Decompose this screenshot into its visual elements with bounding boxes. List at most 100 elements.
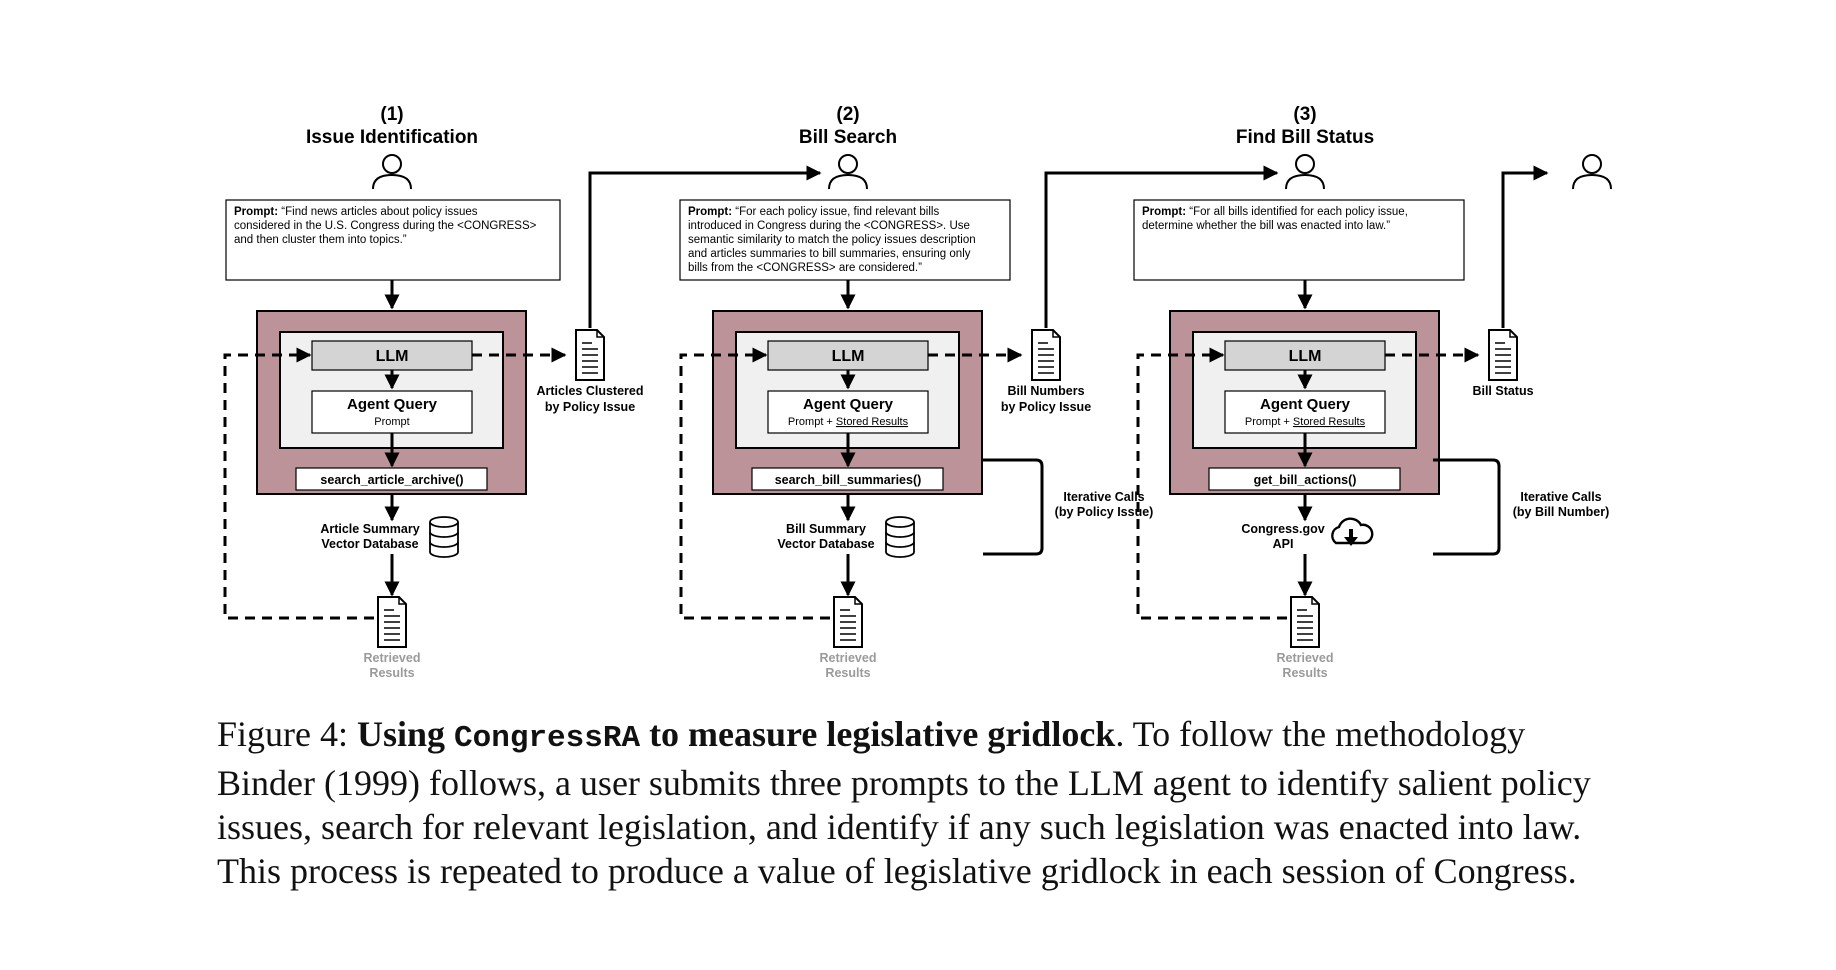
- agent-query-subtitle: Prompt + Stored Results: [1245, 416, 1366, 428]
- iterative-label: Iterative Calls: [1063, 490, 1144, 504]
- iterative-label: (by Bill Number): [1513, 505, 1610, 519]
- prompt-line: Prompt: “For all bills identified for ea…: [1142, 206, 1408, 218]
- prompt-line: considered in the U.S. Congress during t…: [234, 220, 537, 232]
- llm-label: LLM: [1289, 348, 1322, 365]
- prompt-box: [679, 199, 1011, 281]
- retrieved-label: Retrieved: [820, 651, 877, 665]
- agent-query-title: Agent Query: [347, 396, 438, 413]
- final-user-icon: [1572, 154, 1612, 190]
- agent-query-prompt: Prompt: [374, 416, 409, 428]
- prompt-text: “For each policy issue, find relevant bi…: [735, 206, 939, 218]
- iterative-bracket: [1433, 458, 1501, 556]
- user-icon: [828, 154, 868, 190]
- prompt-line: and articles summaries to bill summaries…: [688, 248, 971, 260]
- caption-bold-1: Using: [357, 714, 455, 754]
- caption-bold-2: to measure legislative gridlock: [640, 714, 1116, 754]
- prompt-box: [225, 199, 561, 281]
- stage-title: Find Bill Status: [1236, 127, 1374, 148]
- agent-query-stored-results: Stored Results: [1293, 416, 1366, 428]
- stage-title: Bill Search: [799, 127, 897, 148]
- retrieved-label: Results: [1282, 666, 1327, 680]
- output-label: by Policy Issue: [545, 400, 635, 414]
- caption-rest: . To follow the methodology Binder (1999…: [217, 714, 1591, 891]
- database-icon: [429, 516, 459, 558]
- retrieved-results-icon: [833, 596, 863, 648]
- output-label: Articles Clustered: [537, 384, 644, 398]
- agent-query-box: [311, 390, 473, 434]
- agent-query-title: Agent Query: [1260, 396, 1351, 413]
- tool-call-label: get_bill_actions(): [1254, 473, 1357, 487]
- prompt-line: and then cluster them into topics.”: [234, 234, 407, 246]
- prompt-box: [1133, 199, 1465, 281]
- tool-call-label: search_bill_summaries(): [775, 473, 922, 487]
- prompt-line: determine whether the bill was enacted i…: [1142, 220, 1390, 232]
- iterative-label: Iterative Calls: [1520, 490, 1601, 504]
- output-label: by Policy Issue: [1001, 400, 1091, 414]
- agent-query-subtitle: Prompt: [374, 416, 409, 428]
- retrieved-label: Retrieved: [364, 651, 421, 665]
- connector-to-next-user: [1044, 165, 1279, 328]
- prompt-line: Prompt: “Find news articles about policy…: [234, 206, 478, 218]
- prompt-line: semantic similarity to match the policy …: [688, 234, 976, 246]
- iterative-label: (by Policy Issue): [1055, 505, 1154, 519]
- agent-query-stored-results: Stored Results: [836, 416, 909, 428]
- feedback-loop-arrow: [223, 347, 374, 620]
- source-label: Vector Database: [321, 537, 418, 551]
- output-document-icon: [1031, 329, 1061, 381]
- stage-title: Issue Identification: [306, 127, 478, 148]
- output-document-icon: [575, 329, 605, 381]
- prompt-line: Prompt: “For each policy issue, find rel…: [688, 206, 939, 218]
- retrieved-results-icon: [377, 596, 407, 648]
- retrieved-label: Retrieved: [1277, 651, 1334, 665]
- connector-to-next-user: [1501, 165, 1549, 328]
- figure-caption: Figure 4: Using CongressRA to measure le…: [217, 712, 1627, 893]
- stage-number: (2): [836, 104, 859, 125]
- agent-query-box: [767, 390, 929, 434]
- output-document-icon: [1488, 329, 1518, 381]
- agent-query-prompt: Prompt +: [788, 416, 836, 428]
- output-label: Bill Status: [1472, 384, 1533, 398]
- prompt-text: “For all bills identified for each polic…: [1189, 206, 1408, 218]
- prompt-label: Prompt:: [234, 206, 278, 218]
- user-icon: [1285, 154, 1325, 190]
- agent-query-title: Agent Query: [803, 396, 894, 413]
- retrieved-label: Results: [369, 666, 414, 680]
- feedback-loop-arrow: [679, 347, 830, 620]
- cloud-download-icon: [1331, 517, 1374, 548]
- llm-bar: [311, 340, 473, 371]
- prompt-line: bills from the <CONGRESS> are considered…: [688, 262, 922, 274]
- prompt-label: Prompt:: [1142, 206, 1186, 218]
- agent-query-prompt: Prompt +: [1245, 416, 1293, 428]
- llm-bar: [767, 340, 929, 371]
- output-label: Bill Numbers: [1007, 384, 1084, 398]
- retrieved-label: Results: [825, 666, 870, 680]
- user-icon: [372, 154, 412, 190]
- agent-query-box: [1224, 390, 1386, 434]
- retrieved-results-icon: [1290, 596, 1320, 648]
- tool-call-label: search_article_archive(): [320, 473, 463, 487]
- llm-label: LLM: [376, 348, 409, 365]
- iterative-bracket: [983, 458, 1044, 556]
- source-label: Bill Summary: [786, 522, 866, 536]
- stage-number: (3): [1293, 104, 1316, 125]
- source-label: Article Summary: [320, 522, 419, 536]
- source-label: API: [1273, 537, 1294, 551]
- prompt-label: Prompt:: [688, 206, 732, 218]
- source-label: Vector Database: [777, 537, 874, 551]
- caption-mono: CongressRA: [454, 721, 641, 756]
- tool-box: [751, 467, 944, 491]
- connector-to-next-user: [588, 165, 822, 328]
- feedback-loop-arrow: [1136, 347, 1287, 620]
- caption-prefix: Figure 4:: [217, 714, 357, 754]
- stage-number: (1): [380, 104, 403, 125]
- source-label: Congress.gov: [1241, 522, 1324, 536]
- llm-label: LLM: [832, 348, 865, 365]
- database-icon: [885, 516, 915, 558]
- prompt-text: “Find news articles about policy issues: [281, 206, 477, 218]
- prompt-line: introduced in Congress during the <CONGR…: [688, 220, 970, 232]
- tool-box: [295, 467, 488, 491]
